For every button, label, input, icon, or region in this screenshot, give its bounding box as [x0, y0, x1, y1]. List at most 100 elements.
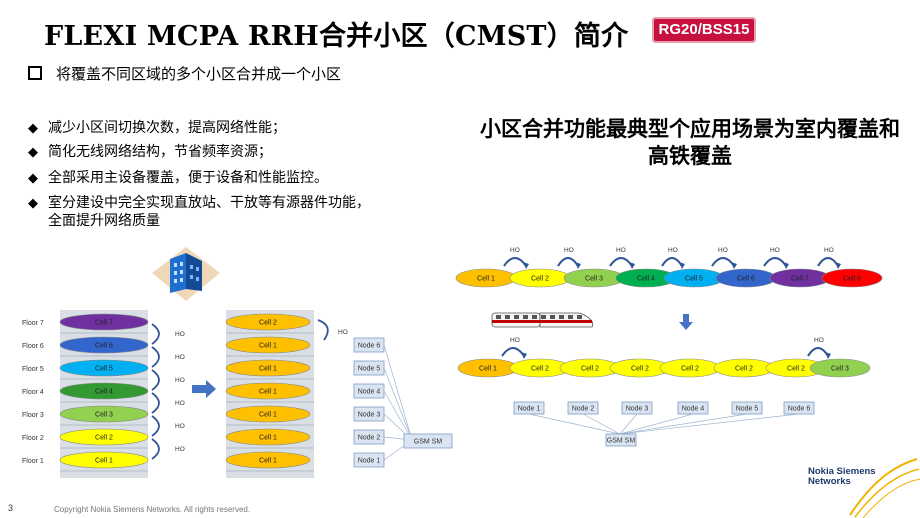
svg-text:Node 1: Node 1 — [518, 406, 541, 413]
ho-label: HO — [814, 337, 824, 344]
handover-arrow: HO — [151, 323, 185, 345]
cell-before: Cell 6 — [715, 268, 777, 288]
handover-arrow: HO — [711, 247, 737, 269]
ho-label: HO — [668, 247, 678, 254]
svg-text:GSM SM: GSM SM — [607, 438, 636, 445]
cell-after: Cell 1 — [225, 382, 311, 400]
cell-before: Cell 5 — [663, 268, 725, 288]
svg-text:Cell 1: Cell 1 — [259, 366, 277, 373]
bullet-item: ◆全部采用主设备覆盖，便于设备和性能监控。 — [28, 169, 328, 188]
svg-text:Cell 2: Cell 2 — [531, 276, 549, 283]
ho-label: HO — [564, 247, 574, 254]
cell-before: Cell 3 — [563, 268, 625, 288]
node-box: Node 5 — [731, 401, 763, 415]
svg-text:Cell 3: Cell 3 — [585, 276, 603, 283]
floor-label: Floor 7 — [22, 320, 44, 327]
svg-text:Cell 7: Cell 7 — [95, 320, 113, 327]
svg-text:Cell 1: Cell 1 — [259, 343, 277, 350]
svg-text:Cell 5: Cell 5 — [685, 276, 703, 283]
cell-before: Cell 3 — [59, 405, 149, 423]
svg-text:Node 1: Node 1 — [358, 458, 381, 465]
diamond-bullet-icon: ◆ — [28, 121, 38, 136]
cell-before: Cell 5 — [59, 359, 149, 377]
diamond-bullet-icon: ◆ — [28, 145, 38, 160]
cell-after: Cell 3 — [809, 358, 871, 378]
floor-label: Floor 3 — [22, 412, 44, 419]
cell-before: Cell 6 — [59, 336, 149, 354]
svg-text:Cell 1: Cell 1 — [259, 458, 277, 465]
handover-arrow: HO — [151, 392, 185, 414]
ho-label: HO — [175, 400, 185, 407]
node-box: Node 1 — [513, 401, 545, 415]
handover-arrow: HO — [807, 337, 831, 359]
floor-label: Floor 2 — [22, 435, 44, 442]
bullet-item: ◆室分建设中完全实现直放站、干放等有源器件功能， 全面提升网络质量 — [28, 194, 370, 230]
node-box: Node 3 — [353, 406, 385, 422]
svg-text:Cell 6: Cell 6 — [95, 343, 113, 350]
svg-text:Cell 6: Cell 6 — [737, 276, 755, 283]
logo-line-1: Nokia Siemens — [808, 466, 876, 477]
page-title: FLEXI MCPA RRH合并小区（CMST）简介 — [44, 21, 629, 52]
floor-label: Floor 6 — [22, 343, 44, 350]
svg-text:Node 3: Node 3 — [626, 406, 649, 413]
handover-arrow: HO — [151, 415, 185, 437]
ho-label: HO — [175, 331, 185, 338]
cell-after: Cell 1 — [225, 359, 311, 377]
node-box: Node 2 — [353, 429, 385, 445]
svg-text:Cell 8: Cell 8 — [843, 276, 861, 283]
svg-text:Node 2: Node 2 — [572, 406, 595, 413]
node-box: Node 6 — [783, 401, 815, 415]
svg-text:Cell 4: Cell 4 — [95, 389, 113, 396]
main-bullet-text: 将覆盖不同区域的多个小区合并成一个小区 — [56, 65, 342, 83]
train-icon — [491, 312, 594, 328]
node-box: Node 3 — [621, 401, 653, 415]
cell-after: Cell 1 — [457, 358, 519, 378]
svg-text:Cell 2: Cell 2 — [681, 366, 699, 373]
bullet-item: ◆ 简化无线网络结构，节省频率资源； — [28, 143, 272, 162]
main-bullet: 将覆盖不同区域的多个小区合并成一个小区 — [28, 63, 341, 84]
svg-text:Cell 1: Cell 1 — [259, 389, 277, 396]
transition-arrow-icon — [679, 314, 693, 330]
svg-text:Node 5: Node 5 — [358, 366, 381, 373]
cell-before: Cell 1 — [59, 451, 149, 469]
cell-before: Cell 7 — [769, 268, 831, 288]
cell-after: Cell 2 — [659, 358, 721, 378]
svg-text:Cell 1: Cell 1 — [477, 276, 495, 283]
ho-label: HO — [510, 247, 520, 254]
node-box: Node 6 — [353, 337, 385, 353]
svg-text:Cell 2: Cell 2 — [581, 366, 599, 373]
cell-before: Cell 2 — [59, 428, 149, 446]
floor-label: Floor 1 — [22, 458, 44, 465]
square-bullet-icon — [28, 66, 42, 80]
diamond-bullet-icon: ◆ — [28, 196, 38, 211]
node-box: Node 2 — [567, 401, 599, 415]
release-badge: RG20/BSS15 — [652, 17, 756, 43]
cell-before: Cell 7 — [59, 313, 149, 331]
node-box: Node 4 — [677, 401, 709, 415]
svg-text:Cell 2: Cell 2 — [735, 366, 753, 373]
page-number: 3 — [8, 503, 14, 513]
handover-arrow: HO — [151, 369, 185, 391]
ho-label: HO — [718, 247, 728, 254]
ho-label: HO — [616, 247, 626, 254]
svg-text:Node 4: Node 4 — [358, 389, 381, 396]
ho-label: HO — [338, 329, 348, 336]
svg-text:Cell 2: Cell 2 — [631, 366, 649, 373]
company-logo: Nokia Siemens Networks — [808, 467, 876, 487]
ho-label: HO — [175, 377, 185, 384]
cell-before: Cell 4 — [59, 382, 149, 400]
building-icon — [152, 247, 220, 301]
bullet-text: 减少小区间切换次数，提高网络性能； — [48, 120, 286, 136]
cell-after: Cell 1 — [225, 336, 311, 354]
headline: 小区合并功能最典型个应用场景为室内覆盖和高铁覆盖 — [480, 117, 900, 168]
bullet-text: 简化无线网络结构，节省频率资源； — [48, 144, 272, 160]
logo-swoosh-icon — [849, 458, 920, 518]
diamond-bullet-icon: ◆ — [28, 171, 38, 186]
handover-arrow: HO — [503, 247, 529, 269]
svg-text:Cell 1: Cell 1 — [259, 435, 277, 442]
svg-text:Cell 2: Cell 2 — [787, 366, 805, 373]
svg-text:Cell 1: Cell 1 — [259, 412, 277, 419]
bullet-item: ◆ 减少小区间切换次数，提高网络性能； — [28, 119, 286, 138]
cell-before: Cell 2 — [509, 268, 571, 288]
